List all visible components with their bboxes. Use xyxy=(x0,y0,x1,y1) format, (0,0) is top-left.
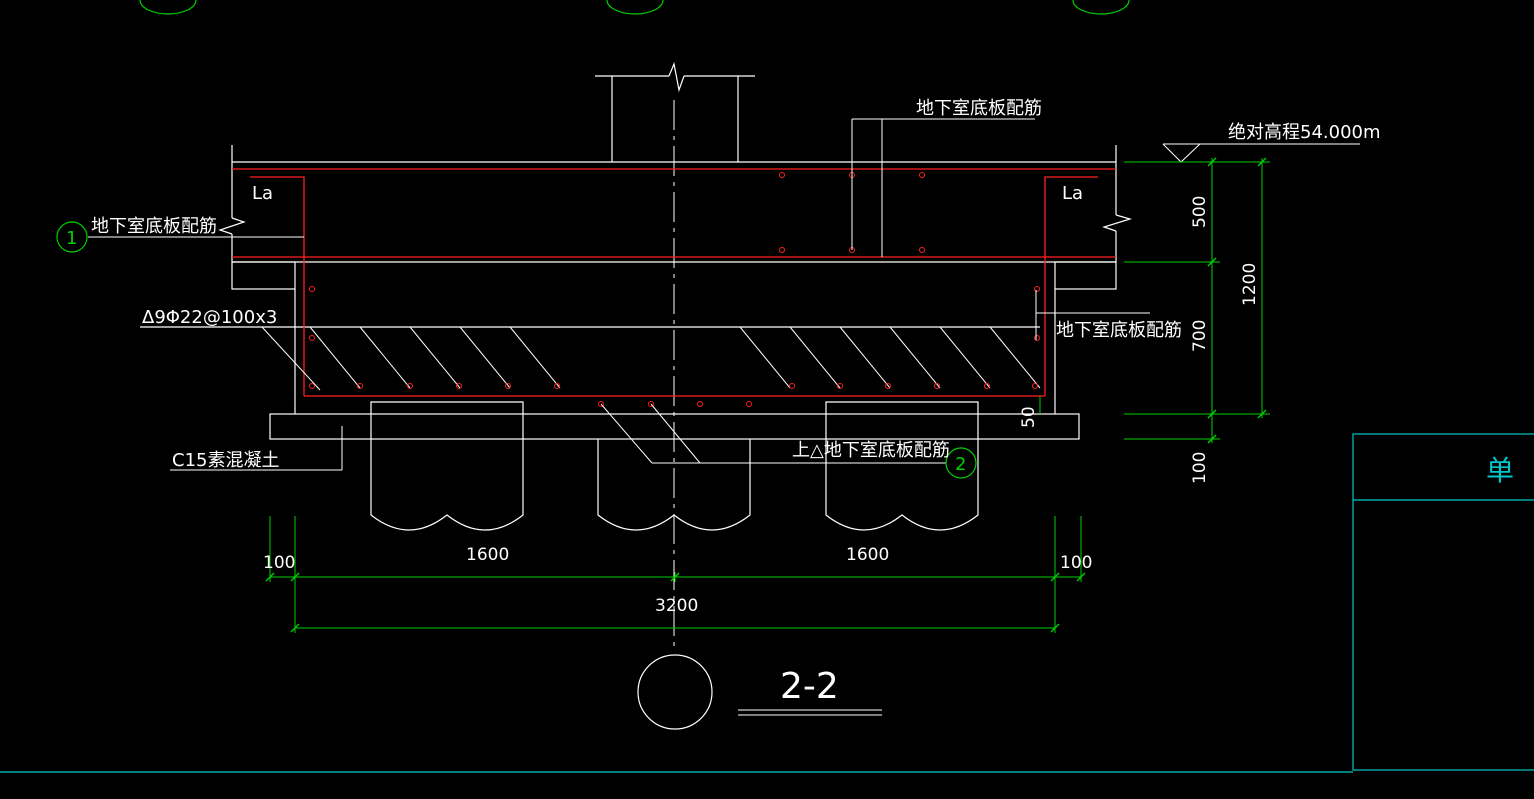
dim-100-bottom-right: 100 xyxy=(1060,553,1092,573)
side-panel xyxy=(0,433,1534,773)
rebar-dot xyxy=(407,383,413,389)
rebar-dot xyxy=(789,383,795,389)
callout-2-number: 2 xyxy=(955,454,966,475)
grid-bubbles-top xyxy=(139,0,1130,15)
stirrup-label: Δ9Φ22@100x3 xyxy=(142,307,277,328)
hatch-line xyxy=(509,326,561,389)
rebar-lines xyxy=(232,168,1116,397)
section-circle xyxy=(637,654,713,730)
rebar-dot xyxy=(554,383,560,389)
column-stub xyxy=(595,61,755,162)
rebar-dot xyxy=(885,383,891,389)
rebar-dot xyxy=(357,383,363,389)
top-rebar-label: 地下室底板配筋 xyxy=(916,98,1042,119)
rebar-dots xyxy=(309,172,1040,407)
rebar-dot xyxy=(934,383,940,389)
callout-1-circle xyxy=(56,221,88,253)
rebar-dot xyxy=(309,286,315,292)
hatch-line xyxy=(789,326,841,389)
dim-100-bottom-left: 100 xyxy=(263,553,295,573)
rebar-dot xyxy=(837,383,843,389)
hatch-pattern xyxy=(309,326,1041,389)
la-label-right: La xyxy=(1062,183,1083,204)
rebar-dot xyxy=(456,383,462,389)
dimension-ticks xyxy=(265,157,1267,633)
piles xyxy=(370,401,979,531)
callout-2-circle xyxy=(945,447,977,479)
rebar-dot xyxy=(1034,335,1040,341)
hatch-line xyxy=(409,326,461,389)
rebar-dot xyxy=(984,383,990,389)
hatch-line xyxy=(739,326,791,389)
hatch-line xyxy=(889,326,941,389)
rebar-dot xyxy=(505,383,511,389)
callout-circles xyxy=(56,221,977,479)
rebar-dot xyxy=(919,172,925,178)
dim-100-right: 100 xyxy=(1190,452,1210,484)
rebar-dot xyxy=(648,401,654,407)
rebar-dot xyxy=(779,247,785,253)
dim-50: 50 xyxy=(1019,406,1039,428)
elevation-label: 绝对高程54.000m xyxy=(1228,122,1381,143)
bottom-rebar-label: 上△地下室底板配筋 xyxy=(792,440,950,461)
concrete-label: C15素混凝土 xyxy=(172,450,279,471)
rebar-dot xyxy=(697,401,703,407)
rebar-dot xyxy=(598,401,604,407)
rebar-dot xyxy=(1034,286,1040,292)
rebar-dot xyxy=(746,401,752,407)
dim-700: 700 xyxy=(1190,320,1210,352)
rebar-dot xyxy=(919,247,925,253)
rebar-dot xyxy=(309,335,315,341)
dim-1200: 1200 xyxy=(1240,263,1260,306)
left-rebar-label: 地下室底板配筋 xyxy=(91,216,217,237)
hatch-line xyxy=(359,326,411,389)
hatch-line xyxy=(939,326,991,389)
hatch-line xyxy=(839,326,891,389)
side-panel-title: 单 xyxy=(1486,454,1514,487)
dim-1600-left: 1600 xyxy=(466,545,509,565)
hatch-line xyxy=(989,326,1041,389)
rebar-dot xyxy=(309,383,315,389)
hatch-line xyxy=(459,326,511,389)
right-rebar-label: 地下室底板配筋 xyxy=(1056,320,1182,341)
dim-1600-right: 1600 xyxy=(846,545,889,565)
la-label-left: La xyxy=(252,183,273,204)
section-title: 2-2 xyxy=(780,666,839,707)
dim-3200: 3200 xyxy=(655,596,698,616)
dim-500: 500 xyxy=(1190,196,1210,228)
leader-lines xyxy=(88,118,1360,716)
hatch-line xyxy=(309,326,361,389)
foundation-slab-outline xyxy=(140,145,1133,414)
callout-1-number: 1 xyxy=(66,228,77,249)
rebar-dot xyxy=(1032,383,1038,389)
rebar-dot xyxy=(779,172,785,178)
c15-concrete-layer xyxy=(269,413,1080,440)
